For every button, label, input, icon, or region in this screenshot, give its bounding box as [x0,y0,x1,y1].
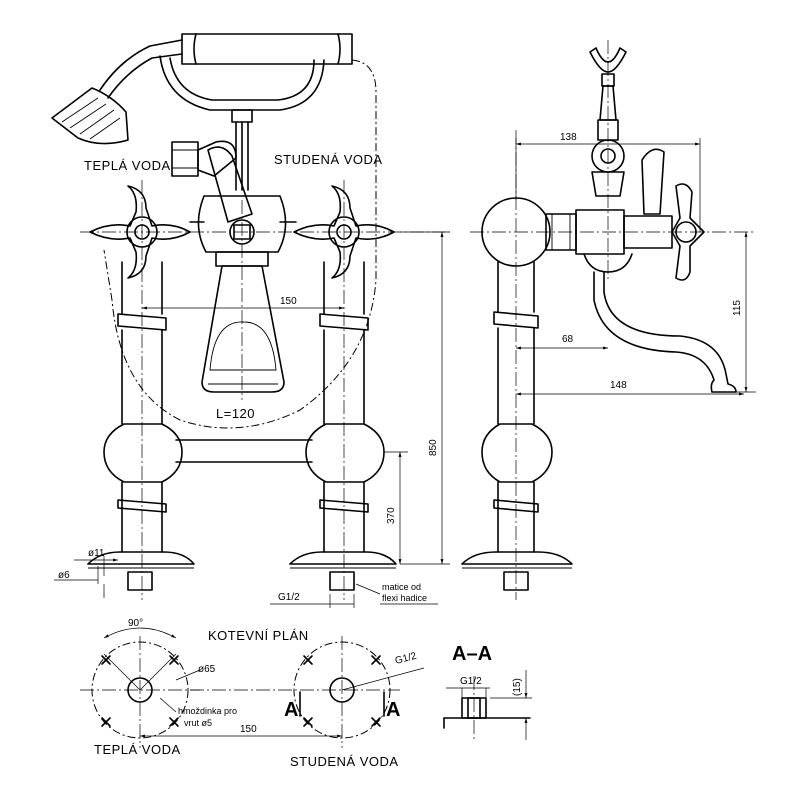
dim-side-68: 68 [562,334,574,345]
section-mark-left: A [284,699,298,721]
label-cold-water: STUDENÁ VODA [274,152,383,167]
label-hmozdinka-1: hmoždinka pro [178,706,237,716]
section-depth: (15) [512,678,523,696]
anchor-plan: KOTEVNÍ PLÁN 90° ø65 [80,618,425,769]
mixer-body [189,195,297,267]
section-mark-right: A [386,699,400,721]
dim-side-top: 138 [560,132,577,143]
label-anchor-plan: KOTEVNÍ PLÁN [208,628,309,643]
dim-thread-front: G1/2 [278,592,300,603]
dim-thread-plan: G1/2 [394,651,418,667]
left-leg [87,261,195,591]
diverter-lever [207,146,253,223]
hose-outlet [171,140,237,177]
right-leg [289,261,397,591]
section-title: A–A [452,643,492,665]
dim-total-height: 850 [428,439,439,456]
dim-hose-length: L=120 [216,406,255,421]
dim-front-spacing: 150 [280,296,297,307]
section-view: A–A G1/2 (15) [443,643,532,740]
label-matice-1: matice od [382,582,421,592]
connecting-bar [175,439,313,463]
dim-diameter-11: ø11 [88,548,105,559]
dim-side-115: 115 [732,300,743,316]
handset [159,33,353,191]
label-hmozdinka-2: vrut ø5 [184,718,212,728]
dim-diameter-6: ø6 [58,570,70,581]
label-plan-hot: TEPLÁ VODA [94,742,181,757]
front-view: 150 L=120 850 370 ø11 ø6 G1/2 matice od … [51,33,450,608]
dim-side-148: 148 [610,380,627,391]
shower-head [51,39,183,145]
label-plan-cold: STUDENÁ VODA [290,754,399,769]
dim-angle: 90° [128,618,143,629]
section-thread: G1/2 [460,676,482,687]
dim-lower-height: 370 [386,507,397,524]
label-hot-water: TEPLÁ VODA [84,158,171,173]
label-matice-2: flexi hadice [382,593,427,603]
dim-plan-spacing: 150 [240,724,257,735]
spout [201,265,285,393]
dim-diameter-65: ø65 [198,664,216,675]
side-view: 138 68 148 115 [461,40,756,600]
hose-path [103,59,377,429]
